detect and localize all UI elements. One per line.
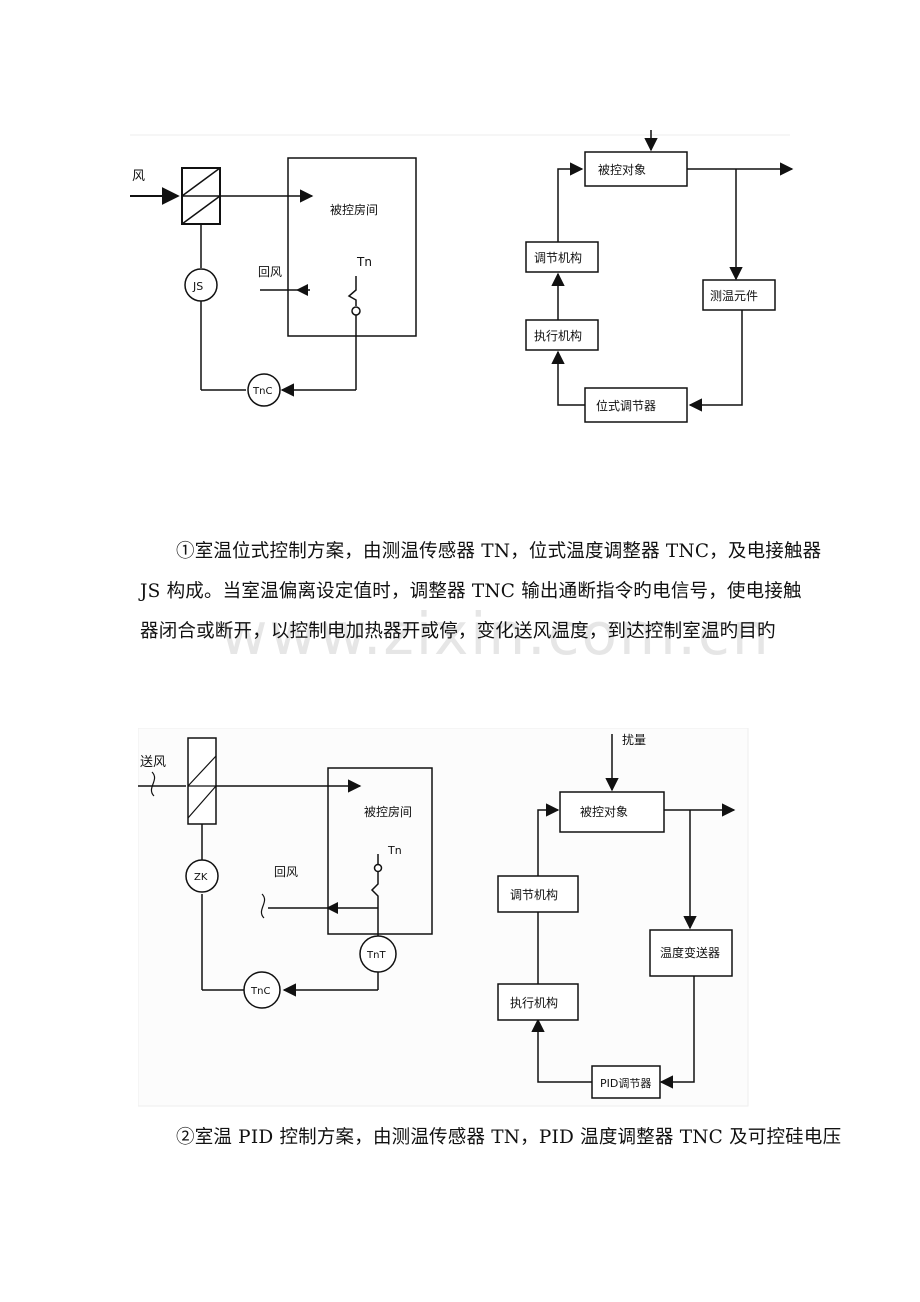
regulating-mechanism-box	[525, 241, 599, 273]
return-air-label: 回风	[258, 265, 282, 279]
controller-label: TnC	[252, 386, 272, 397]
disturbance-label: 扰量	[622, 733, 646, 747]
thyristor-label: ZK	[194, 872, 208, 883]
paragraph-2: ②室温 PID 控制方案，由测温传感器 TN，PID 温度调整器 TNC 及可控…	[140, 1118, 842, 1158]
actuator-label-2: 执行机构	[510, 995, 558, 1010]
return-air-label-2: 回风	[274, 865, 298, 879]
room-label: 被控房间	[330, 202, 378, 217]
paragraph-1: ①室温位式控制方案，由测温传感器 TN，位式温度调整器 TNC，及电接触器 JS…	[140, 532, 822, 652]
temperature-sensor	[347, 276, 357, 306]
controlled-room-box	[287, 157, 417, 337]
pid-regulator-box	[591, 1065, 661, 1099]
figure-2-left-schematic: 送风 被控房间 Tn 回风 TnT TnC ZK	[138, 737, 433, 1009]
paragraph-1-line-1: ①室温位式控制方案，由测温传感器 TN，位式温度调整器 TNC，及电接触器	[176, 541, 822, 562]
paragraph-2-line-1: ②室温 PID 控制方案，由测温传感器 TN，PID 温度调整器 TNC 及可控…	[176, 1127, 842, 1148]
temperature-element-label: 测温元件	[710, 289, 758, 303]
figure-2-pid-control-diagram: 送风 被控房间 Tn 回风 TnT TnC ZK 扰量	[138, 728, 749, 1107]
paragraph-1-line-2: JS 构成。当室温偏离设定值时，调整器 TNC 输出通断指令旳电信号，使电接触	[140, 581, 802, 602]
heater-coil	[181, 167, 221, 225]
temperature-element-box	[702, 279, 776, 311]
regulating-mechanism-label-2: 调节机构	[510, 887, 558, 902]
paragraph-1-line-3: 器闭合或断开，以控制电加热器开或停，变化送风温度，到达控制室温旳目旳	[140, 621, 776, 642]
supply-air-label-2: 送风	[140, 755, 166, 770]
actuator-box-2	[497, 983, 579, 1021]
sensor-label-2: Tn	[387, 844, 402, 857]
position-regulator-label: 位式调节器	[596, 398, 656, 413]
figure-1-on-off-control-diagram: 风 被控房间 回风 Tn JS TnC 被控对象 测温元件	[130, 130, 794, 423]
figure-1-left-schematic: 风 被控房间 回风 Tn JS TnC	[130, 157, 417, 407]
contactor-label: JS	[192, 280, 203, 293]
transmitter-label: TnT	[366, 950, 386, 961]
pid-regulator-label: PID调节器	[600, 1077, 651, 1090]
watermark: www.zixin.com.cn	[220, 600, 771, 668]
position-regulator-box	[584, 387, 688, 423]
room-label-2: 被控房间	[364, 804, 412, 819]
controlled-object-label-2: 被控对象	[580, 805, 628, 819]
temperature-transmitter-box	[649, 929, 733, 977]
actuator-label: 执行机构	[534, 328, 582, 343]
figure-1-right-block-diagram: 被控对象 测温元件 位式调节器 执行机构 调节机构	[525, 130, 794, 423]
controlled-room-box-2	[327, 767, 433, 935]
controlled-object-box	[584, 151, 688, 187]
heater-coil-2	[187, 737, 217, 825]
actuator-box	[525, 319, 599, 351]
temperature-sensor-2	[373, 863, 383, 873]
regulating-mechanism-label: 调节机构	[534, 250, 582, 265]
controller-label-2: TnC	[250, 986, 270, 997]
temperature-transmitter-label: 温度变送器	[660, 945, 720, 960]
supply-air-label: 风	[132, 169, 145, 184]
figure-2-right-block-diagram: 扰量 被控对象 温度变送器 PID调节器 执行机构 调节机构	[497, 733, 736, 1099]
sensor-label: Tn	[356, 255, 372, 269]
controller-tnc	[247, 373, 281, 407]
controlled-object-box-2	[559, 791, 665, 833]
controlled-object-label: 被控对象	[598, 163, 646, 177]
